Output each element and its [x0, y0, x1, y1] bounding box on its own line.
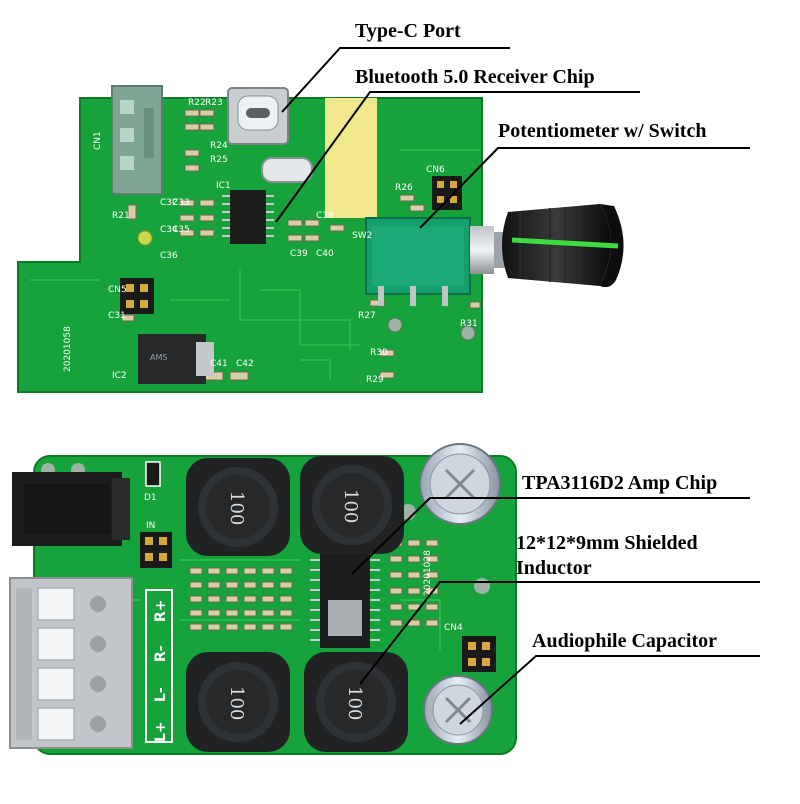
silk-cn5: CN5 — [108, 285, 127, 295]
audio-jack — [111, 85, 163, 195]
silk-c41: C41 — [210, 359, 228, 369]
silk-c33: C33 — [172, 198, 190, 208]
leader-bt — [275, 91, 640, 223]
silk-r27: R27 — [358, 311, 376, 321]
silk-jack: CN1 — [93, 131, 103, 150]
silk-r31: R31 — [460, 319, 478, 329]
silk-c31: C31 — [108, 311, 126, 321]
capacitor-top — [419, 443, 501, 525]
silk-cn4: CN4 — [444, 623, 463, 633]
silk-r29: R29 — [366, 375, 384, 385]
silk-r22: R22 — [188, 98, 206, 108]
inductor-mark: 100 — [344, 686, 365, 720]
silk-rminus: R- — [153, 645, 169, 662]
silk-r23: R23 — [205, 98, 223, 108]
potentiometer — [365, 204, 624, 306]
silk-in: IN — [146, 521, 155, 531]
silk-c38: C38 — [316, 211, 334, 221]
silk-c36: C36 — [160, 251, 178, 261]
silk-c34: C34 — [160, 225, 178, 235]
silk-sw2: SW2 — [352, 231, 372, 241]
amp-chip — [310, 552, 380, 648]
silk-r26: R26 — [395, 183, 413, 193]
silk-r25: R25 — [210, 155, 228, 165]
callout-potentiometer: Potentiometer w/ Switch — [498, 120, 707, 142]
dc-power-jack — [12, 472, 130, 546]
inductor: 100 — [186, 458, 290, 556]
diode-d1 — [145, 461, 161, 487]
regulator-ic2: AMS — [138, 334, 214, 384]
silk-c35: C35 — [172, 225, 190, 235]
callout-capacitor: Audiophile Capacitor — [532, 630, 718, 652]
inductor-mark: 100 — [226, 686, 247, 720]
antenna-pad — [325, 98, 377, 218]
inductor-mark: 100 — [226, 491, 247, 525]
silk-d1: D1 — [144, 493, 157, 503]
bluetooth-chip — [222, 190, 274, 244]
callout-inductor-line1: 12*12*9mm Shielded — [516, 532, 698, 554]
header-cn4: CN4 — [444, 623, 496, 672]
reg-mark: AMS — [150, 353, 167, 362]
bottom-pcb: L+ L- R- R+ D1 IN CN4 — [9, 443, 517, 755]
inductor: 100 — [300, 456, 404, 554]
silk-c39: C39 — [290, 249, 308, 259]
leader-pot — [419, 147, 750, 229]
silk-date: 20201058 — [63, 326, 73, 372]
crystal — [261, 157, 313, 183]
callout-type-c-port: Type-C Port — [355, 20, 461, 42]
silk-lminus: L- — [153, 687, 169, 702]
silk-c40: C40 — [316, 249, 334, 259]
callout-bluetooth-chip: Bluetooth 5.0 Receiver Chip — [355, 66, 595, 88]
leader-typec — [281, 47, 510, 113]
callout-inductor-line2: Inductor — [516, 557, 592, 579]
silk-r30: R30 — [370, 348, 388, 358]
leader-cap — [459, 655, 760, 725]
mounting-hole — [474, 578, 490, 594]
inductor: 100 — [304, 652, 408, 752]
mounting-hole — [460, 325, 476, 341]
top-pcb: AMS — [17, 85, 624, 393]
type-c-port — [227, 87, 289, 145]
silk-ic1: IC1 — [216, 181, 231, 191]
leader-inductor — [359, 581, 760, 685]
silk-ic2: IC2 — [112, 371, 127, 381]
silk-c32: C32 — [160, 198, 178, 208]
mounting-hole — [387, 317, 403, 333]
silk-rplus: R+ — [153, 599, 169, 622]
callout-amp-chip: TPA3116D2 Amp Chip — [522, 472, 718, 494]
capacitor-bottom — [423, 675, 493, 745]
silk-cn6: CN6 — [426, 165, 445, 175]
header-in: IN — [140, 521, 172, 568]
silk-c42: C42 — [236, 359, 254, 369]
silk-lplus: L+ — [153, 721, 169, 742]
silk-date-bottom: 20201028 — [423, 550, 433, 596]
header-cn5 — [120, 278, 154, 314]
smd-components — [189, 539, 439, 631]
speaker-terminal-block — [9, 577, 133, 749]
silk-r24: R24 — [210, 141, 228, 151]
silk-r21: R21 — [112, 211, 130, 221]
callout-leaders — [275, 47, 760, 725]
leader-amp — [351, 497, 750, 575]
inductor: 100 — [186, 652, 290, 752]
mounting-hole — [137, 230, 153, 246]
inductor-mark: 100 — [340, 489, 361, 523]
header-cn6 — [432, 176, 462, 210]
